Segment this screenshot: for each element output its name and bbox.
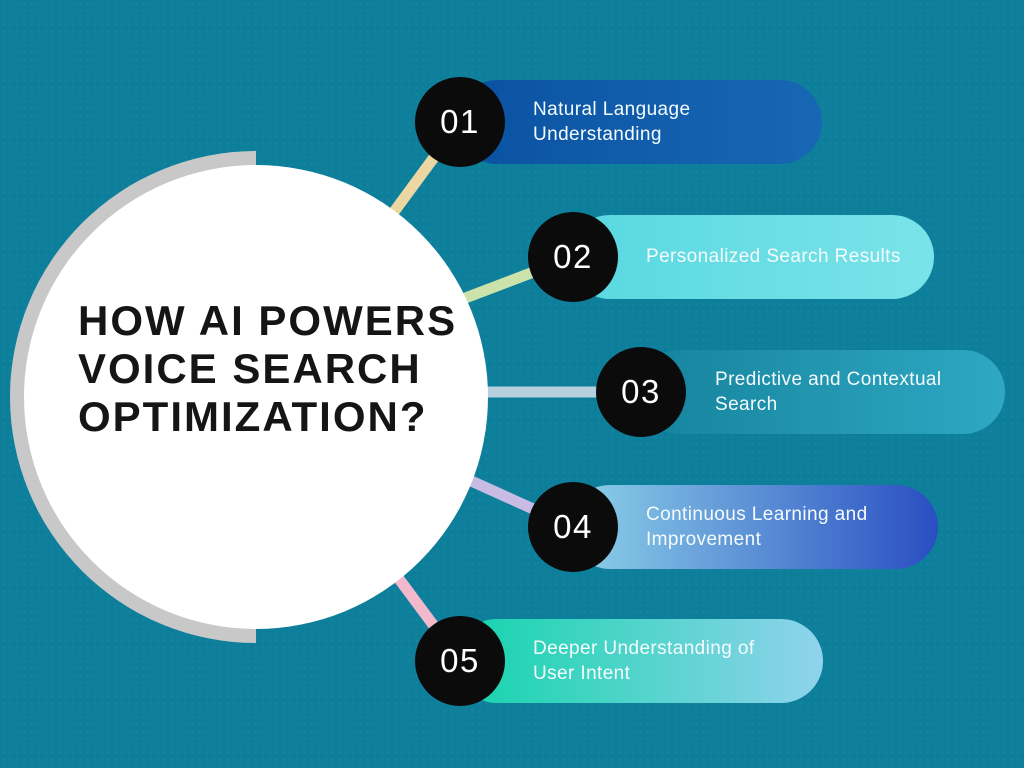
step-number-04: 04: [553, 508, 593, 545]
step-number-02: 02: [553, 238, 593, 275]
step-number-circle-03: 03: [596, 347, 686, 437]
title-circle: [24, 165, 488, 629]
step-pill-02: Personalized Search Results: [568, 215, 934, 299]
step-label-05: Deeper Understanding of User Intent: [533, 637, 755, 684]
step-pill-01: Natural Language Understanding: [455, 80, 822, 164]
step-number-circle-02: 02: [528, 212, 618, 302]
step-label-01: Natural Language Understanding: [533, 98, 691, 145]
step-number-circle-05: 05: [415, 616, 505, 706]
step-label-04: Continuous Learning and Improvement: [646, 503, 868, 550]
step-number-01: 01: [440, 103, 480, 140]
step-number-circle-04: 04: [528, 482, 618, 572]
step-pill-03: Predictive and Contextual Search: [637, 350, 1005, 434]
step-number-03: 03: [621, 373, 661, 410]
step-number-circle-01: 01: [415, 77, 505, 167]
step-pill-05: Deeper Understanding of User Intent: [455, 619, 823, 703]
step-number-05: 05: [440, 642, 480, 679]
step-label-02: Personalized Search Results: [646, 246, 901, 268]
step-pill-04: Continuous Learning and Improvement: [568, 485, 938, 569]
infographic-title: HOW AI POWERS VOICE SEARCH OPTIMIZATION?: [78, 297, 458, 441]
step-label-03: Predictive and Contextual Search: [715, 368, 942, 415]
